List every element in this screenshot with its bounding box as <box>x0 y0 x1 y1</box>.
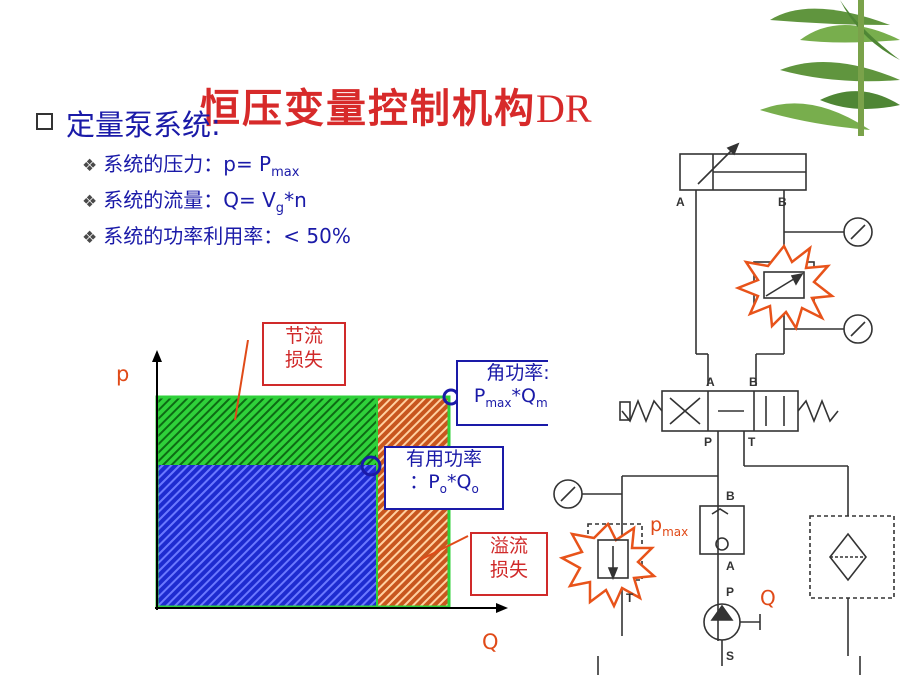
x-axis-label: Q <box>482 630 499 654</box>
bullet-flow: ❖系统的流量：Q= Vg*n <box>82 188 307 216</box>
diamond-bullet-icon: ❖ <box>82 192 98 212</box>
port-p-pump: P <box>726 585 734 599</box>
port-b-cylinder: B <box>778 195 787 209</box>
filter-cooler <box>809 515 895 599</box>
port-a-check: A <box>726 559 735 573</box>
port-a-valve: A <box>706 375 715 389</box>
pressure-gauge-mid <box>843 314 873 344</box>
overflow-loss-label: 溢流损失 <box>470 532 548 596</box>
check-valve <box>699 505 745 555</box>
throttle-loss-region <box>157 397 377 465</box>
port-a-cylinder: A <box>676 195 685 209</box>
diamond-bullet-icon: ❖ <box>82 228 98 248</box>
port-p-valve: P <box>704 435 712 449</box>
q-label: Q <box>760 586 776 610</box>
useful-power-point <box>360 455 382 477</box>
bullet-power-usage: ❖系统的功率利用率：< 50% <box>82 224 351 248</box>
hydraulic-schematic: A B A B P T B A P S T <box>548 136 900 675</box>
port-t-valve: T <box>748 435 756 449</box>
diamond-bullet-icon: ❖ <box>82 156 98 176</box>
pmax-label: pmax <box>650 514 689 539</box>
useful-power-region <box>157 465 377 607</box>
square-bullet-icon <box>36 113 53 130</box>
throttle-loss-label: 节流损失 <box>262 322 346 386</box>
pressure-gauge-top <box>843 217 873 247</box>
port-b-check: B <box>726 489 735 503</box>
starburst-relief <box>558 521 657 609</box>
bamboo-decoration <box>760 0 900 140</box>
section-heading: 定量泵系统: <box>66 108 221 142</box>
y-axis-label: p <box>116 362 130 386</box>
page-title: 恒压变量控制机构DR <box>200 85 592 132</box>
bullet-pressure: ❖系统的压力：p= Pmax <box>82 152 300 180</box>
port-t-relief: T <box>626 591 634 605</box>
useful-power-label: 有用功率 ：Po*Qo <box>384 446 504 510</box>
port-b-valve: B <box>749 375 758 389</box>
port-s-pump: S <box>726 649 734 663</box>
starburst-throttle <box>734 243 836 332</box>
